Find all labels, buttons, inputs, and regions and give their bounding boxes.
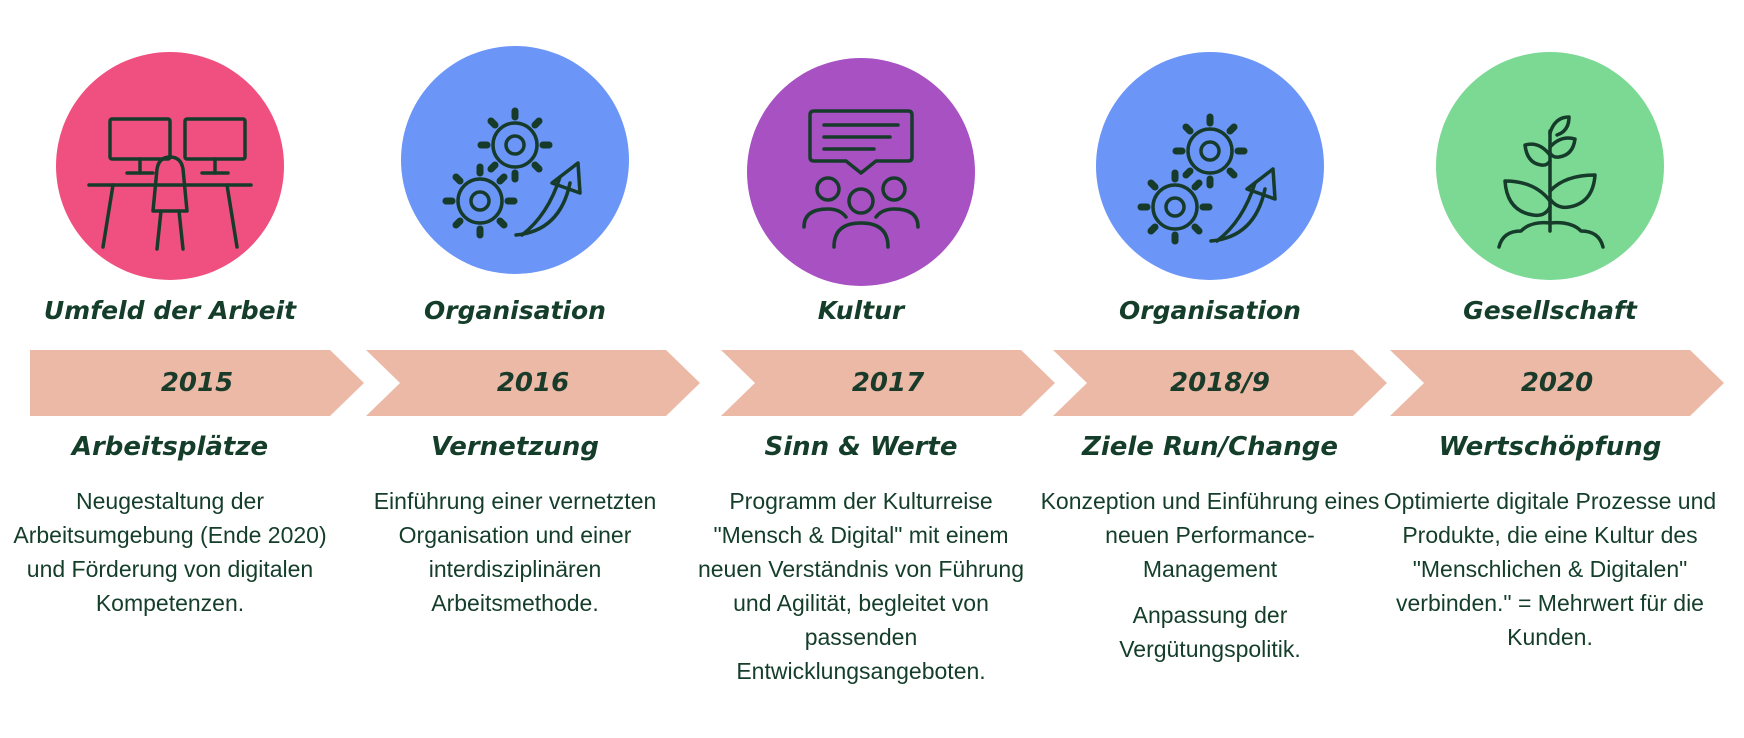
step-heading: Sinn & Werte bbox=[764, 432, 958, 462]
step-description: Konzeption und Einführung eines neuen Pe… bbox=[1040, 484, 1380, 666]
step-description: Optimierte digitale Prozesse und Produkt… bbox=[1380, 484, 1720, 654]
people-speech-bubble-icon bbox=[802, 109, 920, 249]
gears-arrow-icon bbox=[1137, 113, 1277, 245]
step-description: Programm der Kulturreise "Mensch & Digit… bbox=[691, 484, 1031, 688]
category-label: Organisation bbox=[1119, 296, 1301, 325]
description-text: Einführung einer vernetzten Organisation… bbox=[373, 488, 657, 616]
category-label: Umfeld der Arbeit bbox=[43, 296, 297, 325]
step-circle bbox=[747, 58, 975, 286]
step-heading: Arbeitsplätze bbox=[71, 432, 269, 462]
step-circle bbox=[401, 46, 629, 274]
year-label: 2017 bbox=[851, 368, 925, 398]
description-text: Neugestaltung der Arbeitsumgebung (Ende … bbox=[13, 488, 327, 616]
gears-arrow-icon bbox=[442, 107, 582, 239]
description-text: Anpassung der Vergütungspolitik. bbox=[1119, 602, 1301, 662]
year-chevron: 2018/9 bbox=[1053, 350, 1387, 416]
description-text: Optimierte digitale Prozesse und Produkt… bbox=[1383, 488, 1717, 650]
year-label: 2016 bbox=[496, 368, 570, 398]
year-chevron: 2016 bbox=[366, 350, 700, 416]
category-label: Organisation bbox=[424, 296, 606, 325]
year-label: 2015 bbox=[160, 368, 234, 398]
category-label: Gesellschaft bbox=[1463, 296, 1637, 325]
category-label: Kultur bbox=[817, 296, 905, 325]
step-circle bbox=[1436, 52, 1664, 280]
year-chevron: 2015 bbox=[30, 350, 364, 416]
step-heading: Vernetzung bbox=[430, 432, 600, 462]
year-chevron: 2020 bbox=[1390, 350, 1724, 416]
description-text: Programm der Kulturreise "Mensch & Digit… bbox=[697, 488, 1025, 684]
step-description: Einführung einer vernetzten Organisation… bbox=[345, 484, 685, 620]
step-heading: Wertschöpfung bbox=[1438, 432, 1662, 462]
workstation-desks-icon bbox=[87, 117, 253, 251]
year-label: 2018/9 bbox=[1170, 368, 1270, 398]
year-chevron: 2017 bbox=[721, 350, 1055, 416]
description-text: Konzeption und Einführung eines neuen Pe… bbox=[1040, 488, 1380, 582]
year-label: 2020 bbox=[1520, 368, 1594, 398]
growing-plant-icon bbox=[1497, 115, 1605, 249]
step-circle bbox=[1096, 52, 1324, 280]
step-circle bbox=[56, 52, 284, 280]
step-heading: Ziele Run/Change bbox=[1081, 432, 1338, 462]
step-description: Neugestaltung der Arbeitsumgebung (Ende … bbox=[0, 484, 340, 620]
